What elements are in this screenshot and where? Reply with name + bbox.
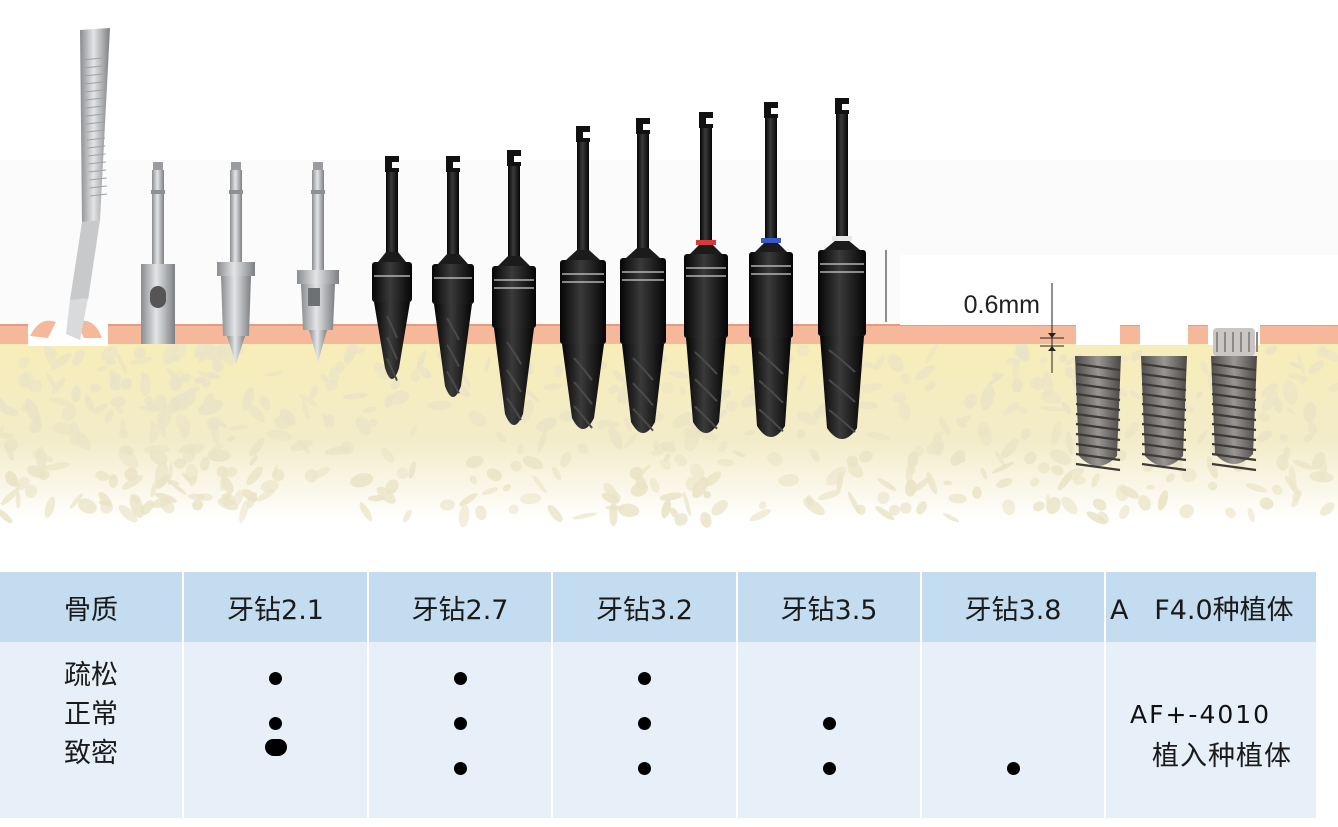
black-drill-icon xyxy=(560,126,606,429)
implant-name: 植入种植体 xyxy=(1152,741,1292,772)
color-band xyxy=(761,238,781,243)
implant-icon xyxy=(1141,356,1187,472)
drill-3-2-cell xyxy=(552,642,738,818)
color-band xyxy=(696,240,716,245)
protocol-dot xyxy=(638,762,651,775)
scalpel-icon xyxy=(66,28,110,340)
trephine-drill-icon xyxy=(141,162,175,344)
protocol-dot xyxy=(638,672,651,685)
protocol-dot xyxy=(269,717,282,730)
protocol-dot xyxy=(822,717,836,730)
bone-quality-cell: 疏松 正常 致密 xyxy=(0,642,184,818)
implant-with-collar-icon xyxy=(1211,328,1258,472)
measurement-label: 0.6mm xyxy=(964,291,1040,319)
header-implant: A F4.0种植体 xyxy=(1105,572,1316,642)
bone-type-dense: 致密 xyxy=(64,738,118,769)
pilot-drill-icon xyxy=(217,162,255,364)
lance-drill-icon xyxy=(297,162,339,362)
protocol-dot xyxy=(822,762,836,775)
drill-2-1-cell xyxy=(183,642,369,818)
header-drill-3-5: 牙钻3.5 xyxy=(737,572,922,642)
table-header-row: 骨质 牙钻2.1 牙钻2.7 牙钻3.2 牙钻3.5 牙钻3.8 A F4.0种… xyxy=(0,572,1316,642)
protocol-dot xyxy=(264,739,287,756)
drilling-sequence-illustration: 0.6mm xyxy=(0,28,1338,528)
black-drill-white-band-icon xyxy=(818,98,866,439)
drill-2-7-cell xyxy=(368,642,553,818)
black-drill-blue-band-icon xyxy=(749,102,793,437)
header-drill-3-8: 牙钻3.8 xyxy=(921,572,1106,642)
drill-3-5-cell xyxy=(737,642,922,818)
gum-strip xyxy=(0,324,1338,344)
black-drill-icon xyxy=(492,150,536,425)
protocol-dot xyxy=(453,717,467,730)
header-drill-3-2: 牙钻3.2 xyxy=(552,572,738,642)
black-drill-icon xyxy=(432,156,474,397)
bone-type-normal: 正常 xyxy=(64,699,118,730)
protocol-dot xyxy=(453,762,467,775)
protocol-dot xyxy=(1006,762,1020,775)
implant-icon xyxy=(1075,356,1121,472)
color-band xyxy=(832,236,852,241)
bone-type-loose: 疏松 xyxy=(64,660,118,691)
implant-cell: AF+-4010 植入种植体 xyxy=(1105,642,1316,818)
protocol-dot xyxy=(269,672,282,685)
table-body-row: 疏松 正常 致密 AF+-4010 植入种植体 xyxy=(0,642,1316,818)
gum-layer xyxy=(0,255,1338,346)
bone-texture xyxy=(0,340,1338,528)
black-drill-icon xyxy=(372,156,412,382)
header-drill-2-7: 牙钻2.7 xyxy=(368,572,553,642)
black-drill-red-band-icon xyxy=(684,112,728,433)
measurement-marker: 0.6mm xyxy=(964,283,1064,373)
implant-model: AF+-4010 xyxy=(1130,700,1272,729)
drilling-protocol-table: 骨质 牙钻2.1 牙钻2.7 牙钻3.2 牙钻3.5 牙钻3.8 A F4.0种… xyxy=(0,572,1316,818)
tools-layer xyxy=(66,28,1258,472)
protocol-dot xyxy=(638,717,651,730)
protocol-dot xyxy=(453,672,467,685)
header-bone-quality: 骨质 xyxy=(0,572,184,642)
gum-flap-left xyxy=(30,320,56,338)
drill-3-8-cell xyxy=(921,642,1106,818)
header-drill-2-1: 牙钻2.1 xyxy=(183,572,369,642)
black-drill-icon xyxy=(620,118,666,433)
